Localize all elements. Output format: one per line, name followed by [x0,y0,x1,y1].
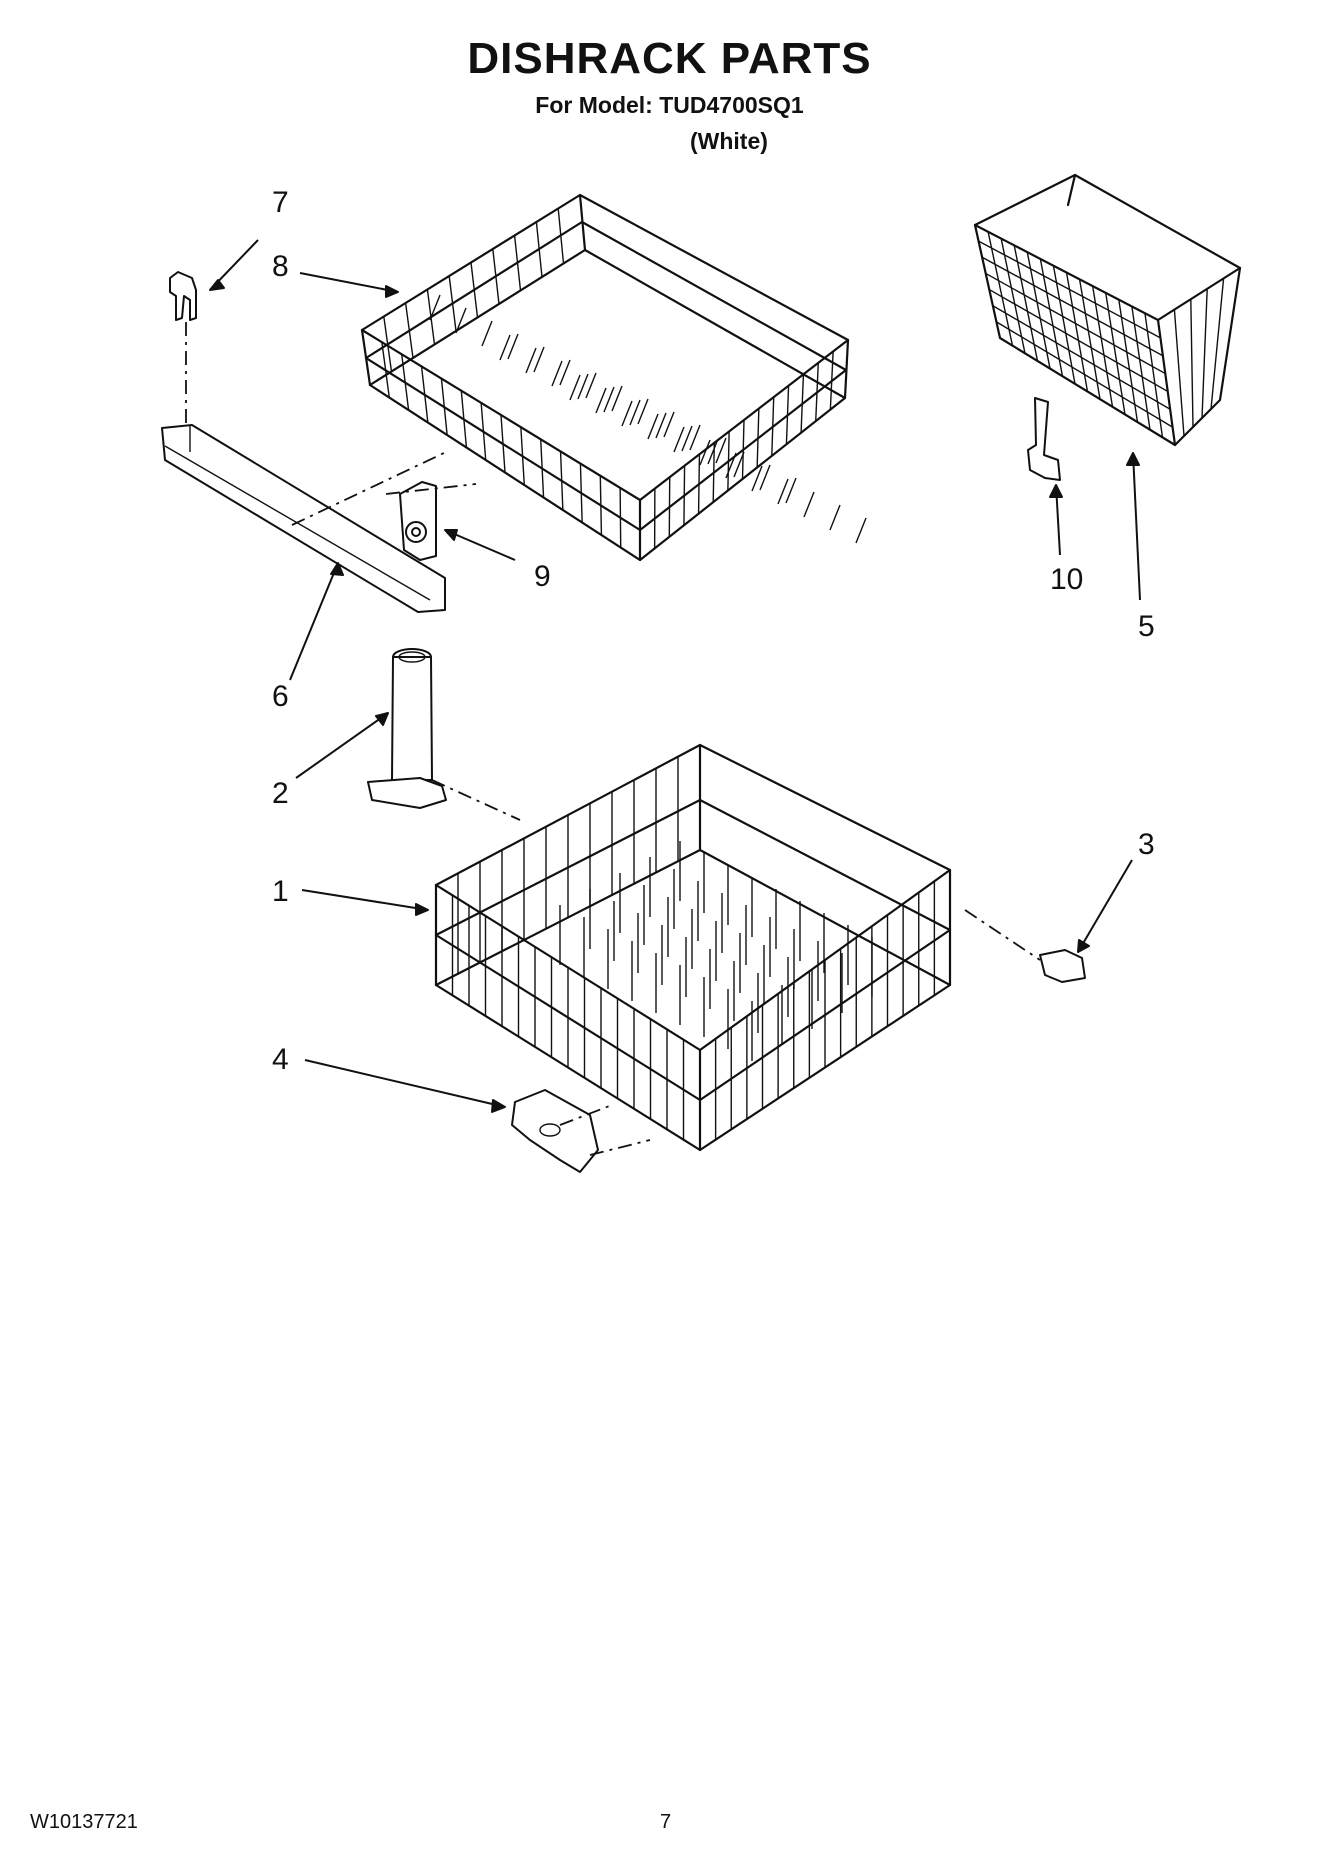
document-number: W10137721 [30,1811,138,1833]
callout-9: 9 [534,560,551,593]
wheel-bracket [399,481,437,561]
lower-wheel-clip [511,1089,599,1173]
tine-support-tube [367,648,447,809]
model-subtitle: For Model: TUD4700SQ1 [535,92,804,118]
page-number: 7 [660,1811,672,1833]
end-clip [169,271,197,321]
callout-3: 3 [1138,828,1155,861]
silverware-basket [973,173,1242,447]
lower-rack [434,743,952,1152]
callout-4: 4 [272,1043,289,1076]
callout-5: 5 [1138,610,1155,643]
page-title: DISHRACK PARTS [467,34,872,83]
callout-8: 8 [272,250,289,283]
callout-10: 10 [1050,563,1084,596]
callout-1: 1 [272,875,289,908]
color-subtitle: (White) [690,128,768,154]
callout-2: 2 [272,777,289,810]
basket-clip [1027,397,1061,481]
callout-7: 7 [272,186,289,219]
rack-stop-clip [1039,949,1086,983]
upper-rack [360,193,867,562]
callout-6: 6 [272,680,289,713]
